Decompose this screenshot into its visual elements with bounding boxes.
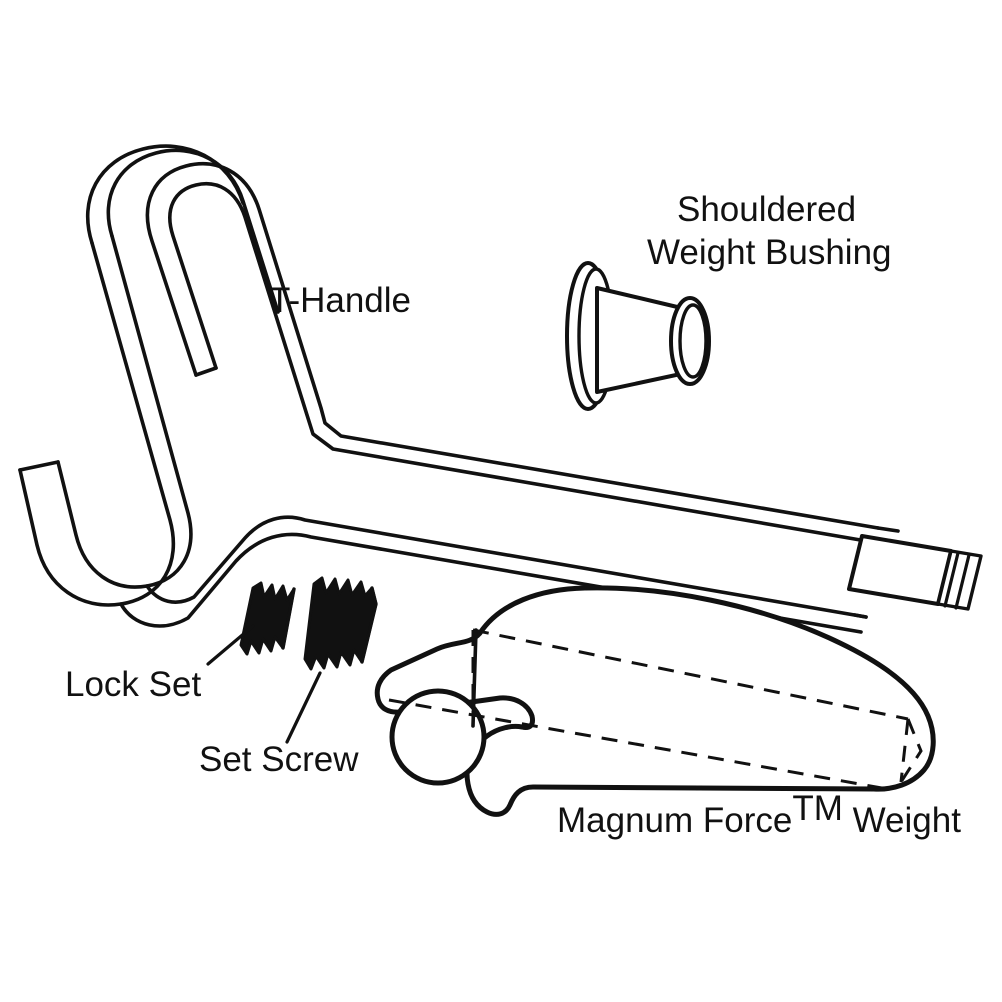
weight-hidden-bore-drill-point	[899, 718, 923, 783]
weight-body-outline	[374, 585, 936, 817]
t-handle-shaft-rail-4	[119, 532, 863, 634]
t-handle-shaft-rail-3	[145, 515, 868, 619]
bushing-bore-inner	[678, 303, 708, 379]
trademark-icon: TM	[792, 789, 843, 828]
shouldered-weight-bushing-part	[565, 261, 711, 411]
callout-leader-lines	[206, 624, 322, 744]
label-weight-text: Weight	[843, 801, 961, 840]
weight-hidden-bore-top	[472, 628, 909, 721]
label-t-handle: T-Handle	[269, 281, 411, 320]
label-lock-set: Lock Set	[65, 665, 201, 704]
weight-mounting-bore	[389, 688, 487, 786]
set-screw-chamfer-edge	[360, 586, 378, 664]
weight-facet-edge	[471, 628, 478, 728]
t-handle-wire-inner-upper	[168, 182, 874, 544]
t-handle-part	[18, 144, 983, 634]
t-handle-hex-tip-flute-1	[943, 551, 960, 608]
weight-hidden-bore-right-edge	[899, 718, 910, 783]
label-set-screw: Set Screw	[199, 740, 359, 779]
set-screw-part	[303, 576, 378, 671]
t-handle-hex-tip-flute-2	[954, 553, 971, 610]
label-bushing-line2: Weight Bushing	[647, 233, 892, 272]
label-magnum-force-weight: Magnum ForceTM Weight	[557, 789, 961, 840]
callout-labels: T-Handle Shouldered Weight Bushing Lock …	[65, 190, 961, 840]
t-handle-shaft-upper-tip-join	[876, 526, 900, 533]
lock-set-screw-part	[239, 581, 296, 656]
label-bushing-line1: Shouldered	[677, 190, 856, 229]
t-handle-shaft-lower-tip-join	[853, 613, 868, 619]
t-handle-loop-rail-4-top	[86, 144, 245, 245]
t-handle-loop-left-join	[18, 460, 60, 472]
t-handle-wire-cut-end	[194, 366, 218, 377]
leader-line-set-screw	[285, 671, 322, 744]
leader-line-lock-set	[206, 624, 255, 666]
t-handle-wire-outer-upper	[145, 162, 880, 530]
label-magnum-force-text: Magnum Force	[557, 801, 792, 840]
lock-set-screw-end-edge	[281, 587, 296, 650]
magnum-force-weight-part	[374, 585, 936, 817]
